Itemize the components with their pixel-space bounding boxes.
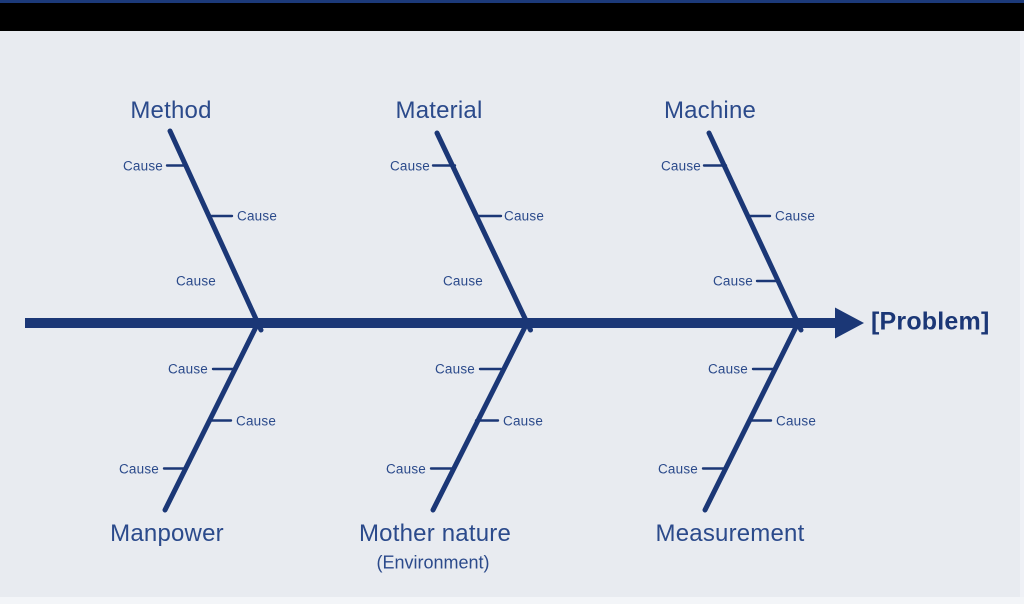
cause-label: Cause (442, 273, 483, 289)
bone-manpower (162, 320, 261, 513)
cause-label: Cause (503, 413, 544, 428)
cause-label: Cause (660, 158, 701, 173)
bone-measurement (702, 320, 801, 513)
bottom-edge-strip (0, 597, 1024, 604)
bone-mother-nature (430, 320, 530, 513)
top-blue-bar (0, 0, 1024, 3)
bone-material (434, 130, 533, 333)
branch-label-manpower: Manpower (110, 520, 224, 547)
cause-label: Cause (175, 273, 216, 289)
cause-label: Cause (118, 461, 159, 476)
branch-label-mother-nature: Mother nature (358, 520, 512, 547)
branch-label-material: Material (395, 97, 483, 124)
cause-label: Cause (707, 361, 748, 377)
cause-label: Cause (167, 361, 208, 377)
cause-label: Cause (237, 208, 278, 224)
cause-label: Cause (236, 413, 277, 428)
branch-label-measurement: Measurement (655, 520, 805, 547)
branch-label-method: Method (130, 97, 212, 124)
top-black-band (0, 3, 1024, 31)
cause-label: Cause (504, 208, 545, 224)
cause-label: Cause (122, 158, 163, 173)
cause-label: Cause (385, 461, 426, 476)
branch-label-machine: Machine (663, 97, 757, 124)
branch-sublabel-environment: (Environment) (376, 552, 490, 573)
right-edge-strip (1020, 31, 1024, 597)
cause-label: Cause (776, 413, 817, 428)
bone-machine (706, 130, 804, 333)
cause-label: Cause (434, 361, 475, 377)
cause-label: Cause (775, 208, 816, 224)
cause-label: Cause (389, 158, 430, 173)
cause-label: Cause (712, 273, 753, 289)
bone-method (167, 128, 264, 333)
cause-label: Cause (657, 461, 698, 476)
spine-arrowhead (835, 307, 864, 339)
problem-label: [Problem] (871, 307, 990, 336)
